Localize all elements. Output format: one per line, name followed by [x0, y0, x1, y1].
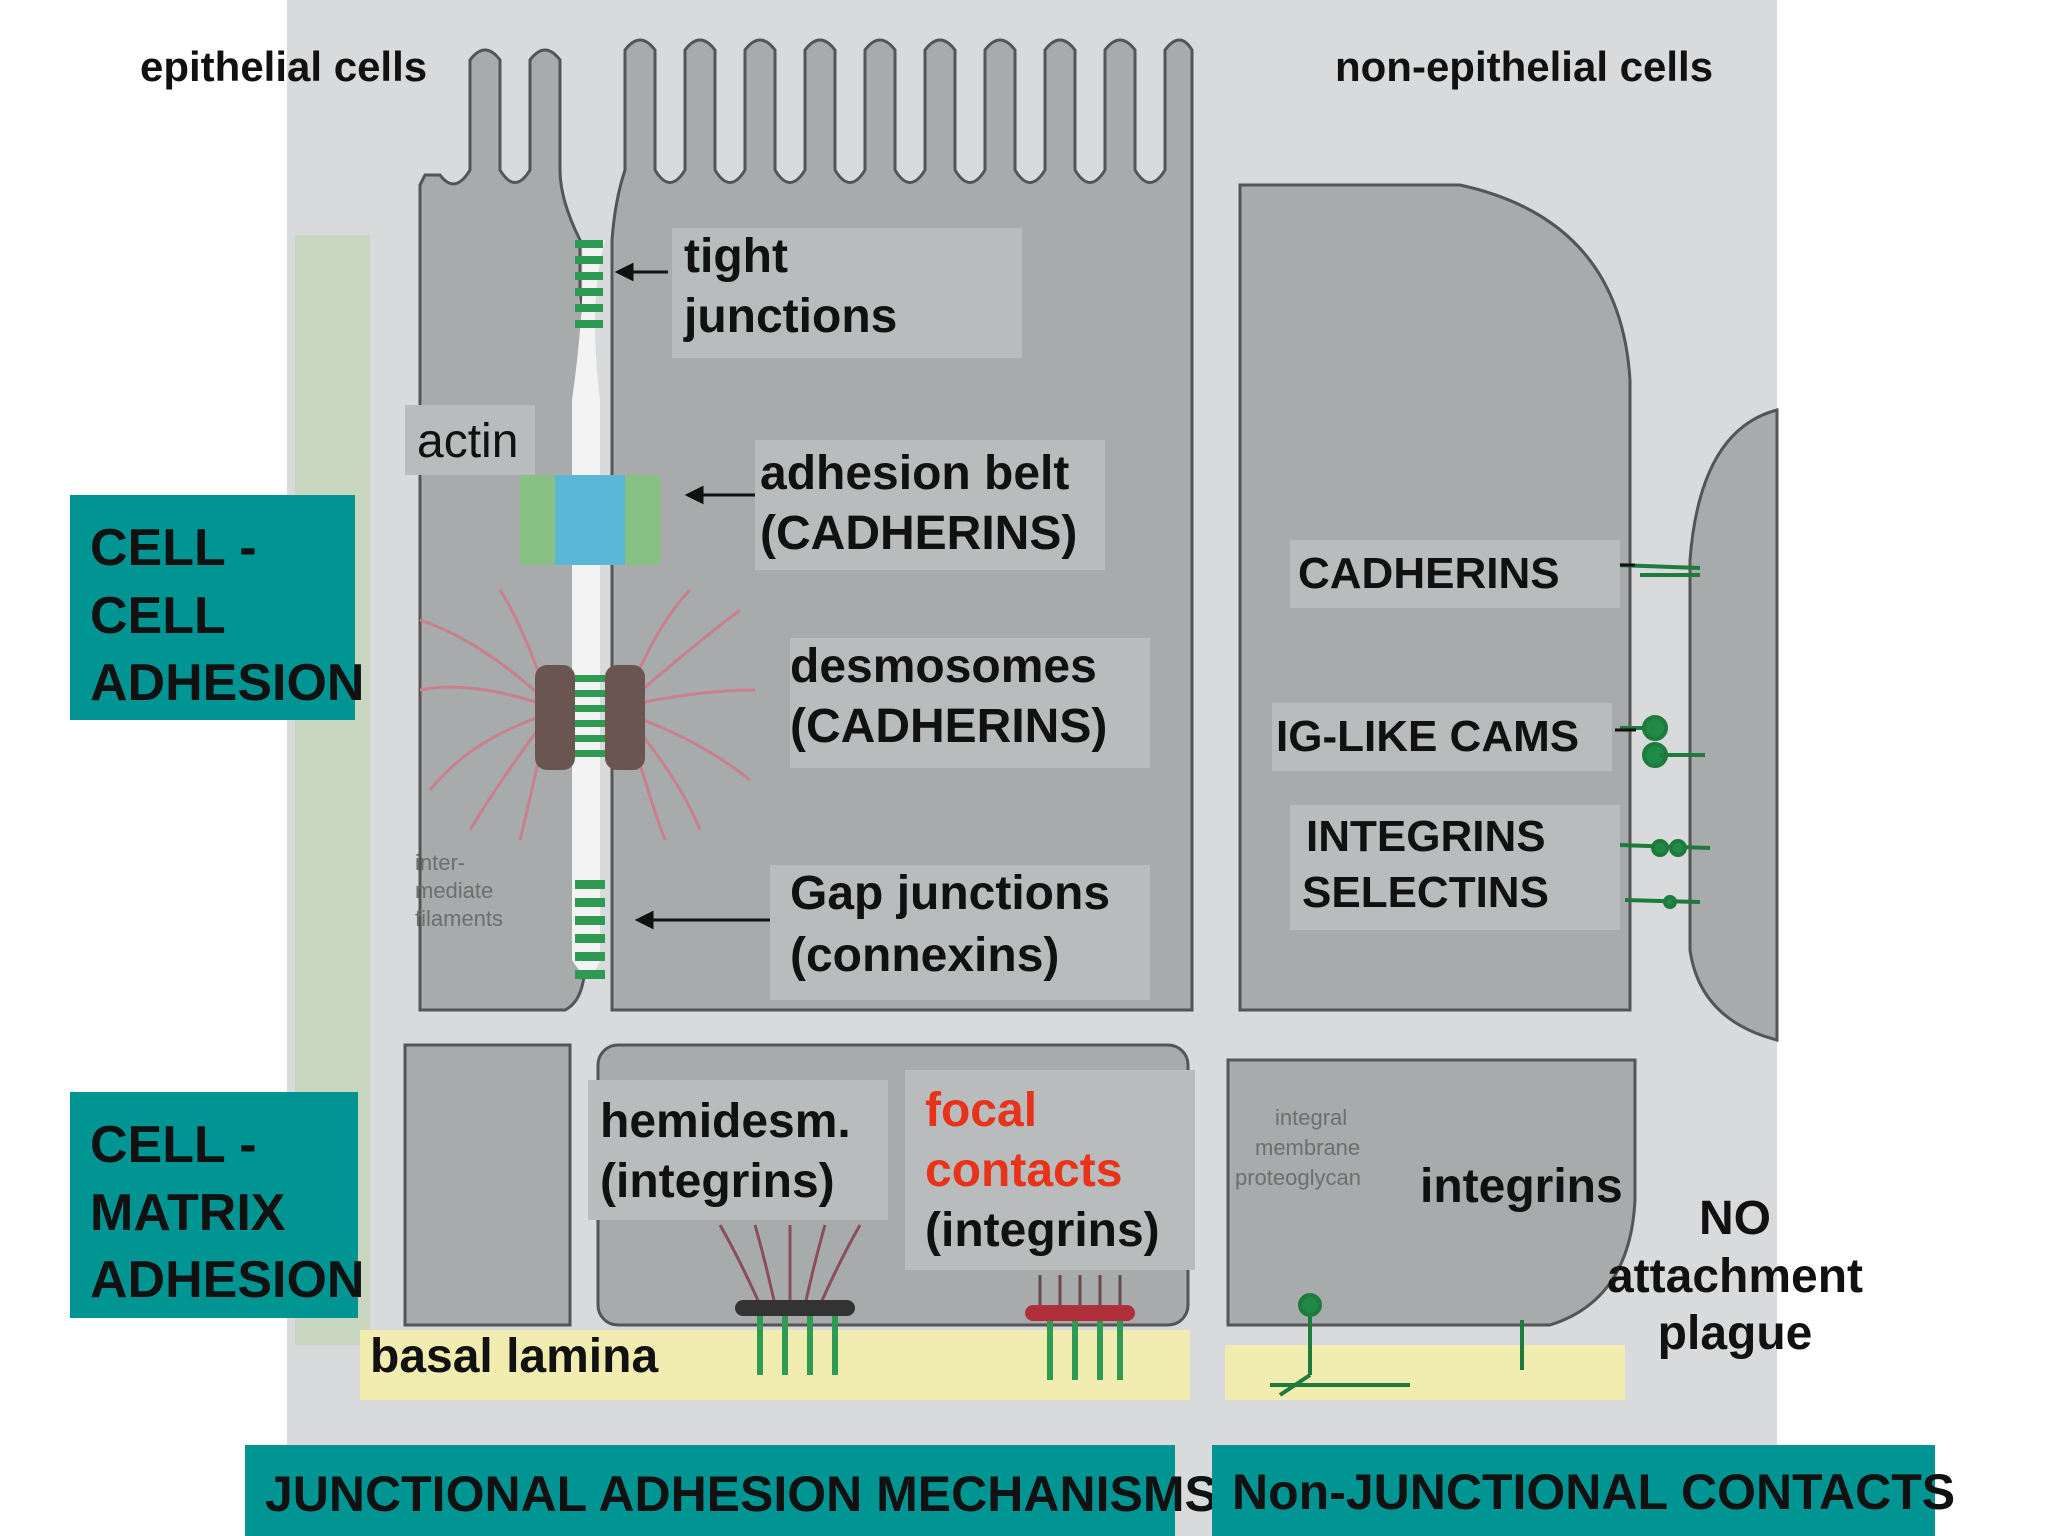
desmosomes-line2: (CADHERINS)	[790, 700, 1108, 753]
cadherins-nonepi-label: CADHERINS	[1290, 540, 1620, 608]
gap-junction-marks	[575, 880, 605, 979]
focal-contacts-line1: focal	[925, 1084, 1038, 1137]
basal-lamina-label: basal lamina	[370, 1330, 659, 1383]
svg-text:mediate: mediate	[415, 878, 493, 903]
nonjunctional-contacts-text: Non-JUNCTIONAL CONTACTS	[1232, 1464, 1956, 1520]
hemidesmosome	[718, 1224, 862, 1375]
cadherins-nonepi-text: CADHERINS	[1298, 549, 1560, 598]
actin-label: actin	[405, 405, 535, 475]
desmosome-cadherin-marks	[575, 675, 605, 757]
adhesion-belt-label: adhesion belt (CADHERINS)	[755, 440, 1105, 570]
focal-contacts-label: focal contacts (integrins)	[905, 1070, 1195, 1270]
focal-contacts-line2: contacts	[925, 1144, 1123, 1197]
adhesion-belt-line2: (CADHERINS)	[760, 507, 1078, 560]
integrins-lower-label: integrins	[1420, 1160, 1623, 1213]
no-attachment-label: NO attachment plague	[1590, 1190, 1880, 1363]
hemidesm-line1: hemidesm.	[600, 1095, 851, 1148]
header-epithelial-cells: epithelial cells	[140, 43, 428, 90]
cell-cell-line3: ADHESION	[90, 654, 365, 713]
desmosome-filaments	[419, 588, 756, 841]
nonepithelial-cell-lower	[1226, 1058, 1637, 1327]
hemidesm-line2: (integrins)	[600, 1155, 835, 1208]
cell-matrix-adhesion-label: CELL - MATRIX ADHESION	[70, 1092, 365, 1318]
desmosomes-label: desmosomes (CADHERINS)	[790, 638, 1150, 768]
cell-matrix-line2: MATRIX	[90, 1183, 286, 1242]
junctional-mechanisms-label: JUNCTIONAL ADHESION MECHANISMS	[245, 1445, 1218, 1536]
header-nonepithelial-cells: non-epithelial cells	[1335, 43, 1714, 90]
left-epithelial-cell-lower	[403, 1043, 572, 1327]
svg-text:membrane: membrane	[1255, 1135, 1360, 1160]
basal-lamina-band-right	[1225, 1345, 1625, 1400]
integrins-text: INTEGRINS	[1306, 812, 1546, 861]
cell-cell-adhesion-label: CELL - CELL ADHESION	[70, 495, 365, 720]
desmosome-plaque-left	[535, 665, 575, 770]
junctional-mechanisms-text: JUNCTIONAL ADHESION MECHANISMS	[265, 1466, 1218, 1522]
adhesion-belt-line1: adhesion belt	[760, 447, 1070, 500]
gap-junctions-line1: Gap junctions	[790, 867, 1111, 920]
cell-matrix-line1: CELL -	[90, 1116, 257, 1174]
hemidesm-label: hemidesm. (integrins)	[588, 1080, 888, 1220]
cell-matrix-line3: ADHESION	[90, 1251, 365, 1310]
svg-text:inter-: inter-	[415, 850, 465, 875]
no-attachment-line2: attachment	[1606, 1249, 1864, 1303]
no-attachment-line3: plague	[1657, 1307, 1813, 1361]
integrins-selectins-label: INTEGRINS SELECTINS	[1290, 805, 1620, 930]
nonepithelial-cell-neighbor	[1688, 408, 1779, 1042]
tight-junctions-line1: tight	[684, 230, 788, 283]
adhesion-belt-marks	[520, 475, 660, 565]
svg-text:integral: integral	[1275, 1105, 1347, 1130]
svg-text:filaments: filaments	[415, 906, 503, 931]
cell-cell-line2: CELL	[90, 586, 226, 645]
intercellular-space	[572, 240, 605, 975]
gap-junctions-line2: (connexins)	[790, 929, 1060, 982]
focal-contact	[1025, 1275, 1135, 1380]
nonjunctional-contacts-label: Non-JUNCTIONAL CONTACTS	[1212, 1445, 1956, 1536]
tight-junctions-label: tight junctions	[672, 228, 1022, 358]
desmosomes-line1: desmosomes	[790, 640, 1097, 693]
actin-text: actin	[417, 415, 519, 468]
desmosome-plaque-right	[605, 665, 645, 770]
nonepithelial-molecule-marks	[1270, 563, 1711, 1397]
ig-cams-text: IG-LIKE CAMS	[1276, 712, 1580, 761]
ig-cams-label: IG-LIKE CAMS	[1272, 703, 1612, 771]
cell-cell-line1: CELL -	[90, 519, 257, 577]
focal-contacts-line3: (integrins)	[925, 1204, 1160, 1257]
faint-figure-labels: integral membrane proteoglycan inter- me…	[415, 850, 1361, 1190]
gap-junctions-label: Gap junctions (connexins)	[770, 865, 1150, 1000]
pointer-arrows	[614, 262, 1636, 930]
tight-junction-marks	[575, 240, 603, 328]
no-attachment-line1: NO	[1699, 1192, 1771, 1245]
selectins-text: SELECTINS	[1302, 868, 1549, 917]
tight-junctions-line2: junctions	[684, 290, 898, 343]
svg-text:proteoglycan: proteoglycan	[1235, 1165, 1361, 1190]
